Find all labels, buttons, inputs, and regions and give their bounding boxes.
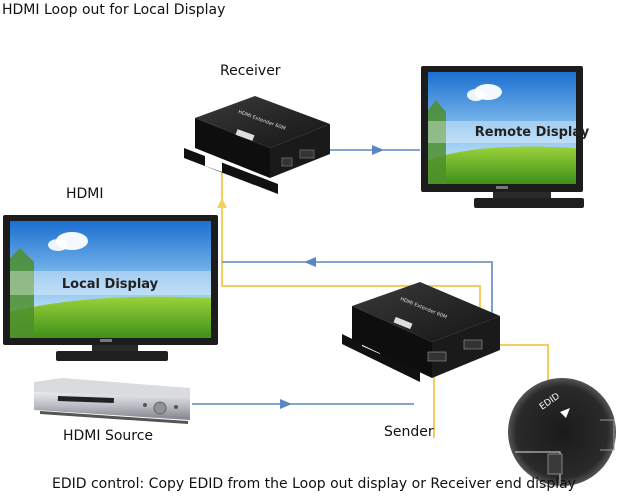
receiver-device: HDMI Extender 60M	[184, 96, 330, 194]
arrow-up-icon	[217, 198, 227, 208]
receiver-label: Receiver	[220, 63, 281, 79]
local-display-monitor: Local Display	[3, 215, 218, 361]
edid-caption: EDID control: Copy EDID from the Loop ou…	[52, 476, 576, 492]
arrow-right-icon	[280, 399, 292, 409]
arrow-right-icon	[372, 145, 384, 155]
arrow-left-icon	[304, 257, 316, 267]
sender-label: Sender	[384, 424, 434, 440]
diagram-title: HDMI Loop out for Local Display	[2, 2, 226, 18]
local-display-text: Local Display	[62, 277, 159, 292]
edid-switch-zoom: EDID	[508, 378, 616, 487]
hdmi-label: HDMI	[66, 186, 104, 202]
loop-out-cable	[221, 172, 481, 322]
remote-display-monitor: Remote Display	[421, 66, 590, 208]
sender-device: HDMI Extender 60M	[342, 282, 500, 382]
hdmi-source-label: HDMI Source	[63, 428, 154, 444]
remote-display-text: Remote Display	[475, 125, 590, 140]
dvd-player	[34, 378, 190, 424]
triangle-marker-icon	[560, 408, 570, 418]
